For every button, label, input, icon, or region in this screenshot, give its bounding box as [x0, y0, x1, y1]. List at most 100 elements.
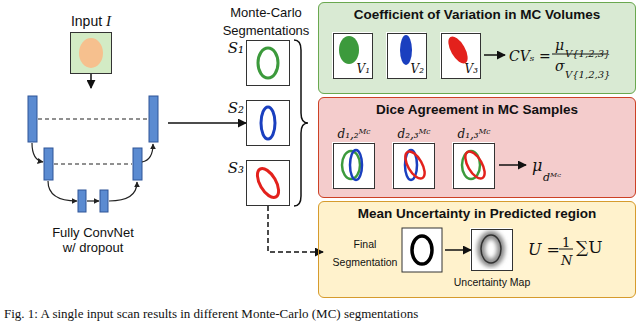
box-ground: [332, 32, 512, 272]
dice-pair-box: d₁,₂ᴹᶜ: [333, 143, 375, 189]
panel-title: Dice Agreement in MC Samples: [376, 102, 578, 117]
formula-term: ∑U: [576, 237, 602, 257]
dice-overlap-contour: [461, 149, 488, 182]
panel-arrow: [499, 164, 526, 166]
input-scan-box: InputI: [70, 32, 112, 74]
figure-caption: Fig. 1: A single input scan results in d…: [4, 306, 418, 321]
formula-term: N: [561, 253, 572, 268]
mc-sample-box: S₂: [246, 100, 290, 146]
input-scan-image: [70, 32, 112, 74]
formula-term: 1: [562, 235, 570, 250]
input-scan-image: [70, 32, 112, 74]
box-ground: [470, 228, 512, 270]
unet-drawing: [28, 96, 37, 142]
mc-sample-contour: [253, 165, 283, 201]
uncertainty-ring: [481, 235, 501, 263]
box-ground: [440, 32, 480, 78]
network-block: Fully ConvNet w/ dropout: [18, 88, 168, 258]
input-scan-image: [79, 38, 103, 68]
box-ground: [452, 142, 494, 188]
unet-drawing: [48, 181, 77, 201]
dice-overlap-contour: [401, 149, 428, 182]
dice-pair-box: d₁,₃ᴹᶜ: [453, 143, 495, 189]
box-label: Uncertainty Map: [454, 276, 530, 288]
unet-drawing: [32, 143, 153, 201]
formula-term: σ: [555, 58, 565, 74]
box-ground: [392, 142, 434, 188]
group-label: Monte-Carlo Segmentations: [223, 5, 310, 38]
flow-arrow: [90, 74, 92, 88]
unet-drawing: [100, 190, 108, 212]
formula-subscript: dᴹᶜ: [543, 171, 561, 184]
box-ground: [386, 32, 426, 78]
unet-drawing: [38, 119, 148, 164]
panel-arrow: [484, 54, 505, 56]
sample-label: S₁: [228, 39, 244, 57]
dice-label: d₁,₂ᴹᶜ: [337, 127, 370, 141]
dice-label: d₁,₃ᴹᶜ: [457, 127, 490, 141]
input-label: Input: [71, 13, 102, 29]
uncertainty-ring: [481, 235, 501, 263]
flow-arrow: [268, 206, 323, 252]
volume-box: V₃: [441, 33, 481, 79]
sample-label: S₂: [228, 99, 244, 117]
flow-arrow: [168, 122, 246, 124]
panel-fill: [318, 97, 636, 198]
unet-drawing: [149, 96, 158, 142]
volume-blob: [339, 34, 472, 67]
unet-drawing: [28, 96, 158, 212]
formula-term: CVₛ =: [509, 48, 551, 64]
volume-label: V₂: [411, 62, 424, 76]
dice-overlap-contour: [350, 150, 362, 180]
uncertainty-map: Uncertainty Map: [471, 229, 513, 271]
mc-sample-box: S₃: [246, 160, 290, 206]
final-segmentation: Final Segmentation: [323, 227, 445, 277]
unet-drawing: [28, 96, 158, 212]
sample-label: S₃: [228, 159, 244, 177]
dice-pair-box: d₂,₃ᴹᶜ: [393, 143, 435, 189]
panel-title: Coefficient of Variation in MC Volumes: [354, 7, 601, 22]
volume-label: V₁: [357, 62, 370, 76]
unet-drawing: [78, 190, 86, 212]
panel-fill: [318, 2, 636, 298]
mc-sample-contour: [261, 107, 275, 139]
formula-subscript: V{1,2,3}: [565, 69, 610, 80]
uncertainty-ring: [481, 235, 501, 263]
metric-panel: Dice Agreement in MC Samples d₁,₂ᴹᶜ d₂,₃ᴹᶜ…: [318, 97, 636, 198]
formula-term: μ: [555, 37, 564, 53]
unet-drawing: [133, 148, 142, 180]
unet-drawing: [109, 182, 137, 201]
segmentation-ring: [412, 236, 432, 264]
unet-drawing: [54, 163, 132, 164]
unet-drawing: [38, 118, 148, 119]
volume-box: V₁: [333, 33, 373, 79]
segmentation-ring: [412, 236, 432, 264]
box-label: Final Segmentation: [333, 238, 398, 268]
volume-box: V₂: [387, 33, 427, 79]
panel-title: Mean Uncertainty in Predicted region: [358, 206, 597, 221]
box-ground: [332, 142, 374, 188]
mc-sample-contour: [253, 48, 283, 201]
formula-term: U =: [528, 240, 560, 259]
volume-blob: [400, 35, 412, 65]
volume-blob: [339, 36, 359, 64]
flow-arrow: [445, 249, 471, 251]
panel-fill: [318, 2, 636, 94]
dice-label: d₂,₃ᴹᶜ: [397, 127, 430, 141]
formula-term: μ: [532, 156, 542, 175]
curly-brace: [294, 40, 308, 206]
box-ground: [402, 228, 442, 272]
curly-brace: [294, 40, 308, 206]
mc-sample-box: S₁: [246, 40, 290, 86]
unet-drawing: [44, 148, 53, 180]
unet-drawing: [87, 200, 99, 201]
box-ground: [332, 32, 372, 78]
unet-drawing: [142, 144, 153, 162]
dice-overlap-contour: [342, 149, 489, 182]
unet-drawing: [32, 143, 43, 162]
formula-subscript: V{1,2,3}: [565, 48, 610, 59]
input-label: I: [106, 13, 111, 29]
panel-fill: [318, 201, 636, 298]
volume-label: V₃: [465, 62, 478, 76]
